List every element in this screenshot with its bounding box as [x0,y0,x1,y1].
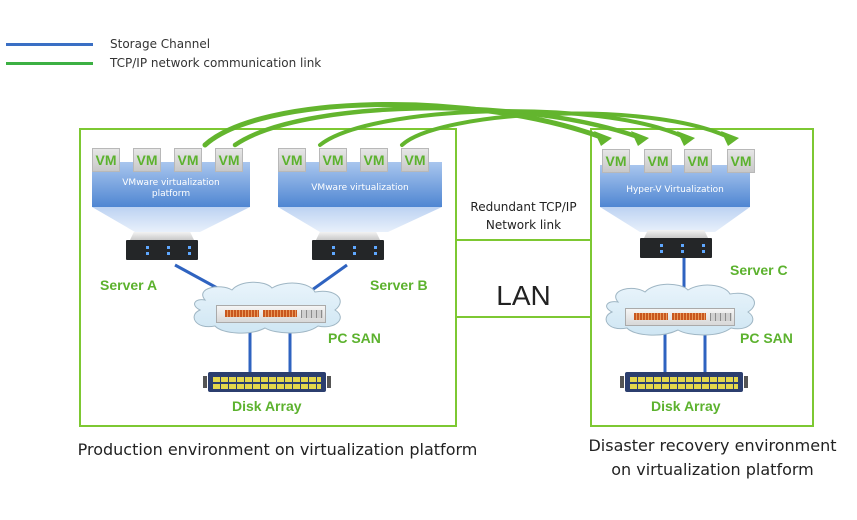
vm-b-4[interactable]: VM [401,148,429,172]
disk-label-recovery: Disk Array [651,398,721,414]
redundant-link-label-line1: Redundant TCP/IP [470,200,577,214]
platform-server-b-label: VMware virtualization [311,183,409,193]
vm-a-4[interactable]: VM [215,148,243,172]
lan-label: LAN [496,280,551,311]
recovery-caption-line1: Disaster recovery environment [588,436,837,455]
vm-a-2[interactable]: VM [133,148,161,172]
vm-c-1[interactable]: VM [602,149,630,173]
vm-b-3[interactable]: VM [360,148,388,172]
server-c-label: Server C [730,262,788,278]
vm-c-2[interactable]: VM [644,149,672,173]
legend-tcp-line [6,62,93,65]
vm-c-3[interactable]: VM [684,149,712,173]
server-a-icon[interactable] [126,232,198,260]
redundant-link-label-line2: Network link [485,218,562,232]
server-b-icon[interactable] [312,232,384,260]
disk-array-production[interactable] [203,372,331,392]
san-switch-production[interactable] [216,305,326,323]
san-label-recovery: PC SAN [740,330,793,346]
production-caption: Production environment on virtualization… [77,440,478,459]
san-label-production: PC SAN [328,330,381,346]
san-switch-recovery[interactable] [625,308,735,326]
vm-a-3[interactable]: VM [174,148,202,172]
legend-storage-line [6,43,93,46]
vm-b-1[interactable]: VM [278,148,306,172]
vm-b-2[interactable]: VM [319,148,347,172]
legend-tcp-label: TCP/IP network communication link [110,56,322,70]
vm-a-1[interactable]: VM [92,148,120,172]
platform-server-a-label: VMware virtualization platform [122,177,220,199]
disk-label-production: Disk Array [232,398,302,414]
server-a-label: Server A [100,277,158,293]
platform-server-c: Hyper-V Virtualization [600,165,750,207]
disk-array-recovery[interactable] [620,372,748,392]
recovery-caption-line2: on virtualization platform [611,460,814,479]
legend-storage-label: Storage Channel [110,37,211,51]
platform-server-c-label: Hyper-V Virtualization [626,184,724,195]
vm-c-4[interactable]: VM [727,149,755,173]
server-b-label: Server B [370,277,428,293]
server-c-icon[interactable] [640,230,712,258]
